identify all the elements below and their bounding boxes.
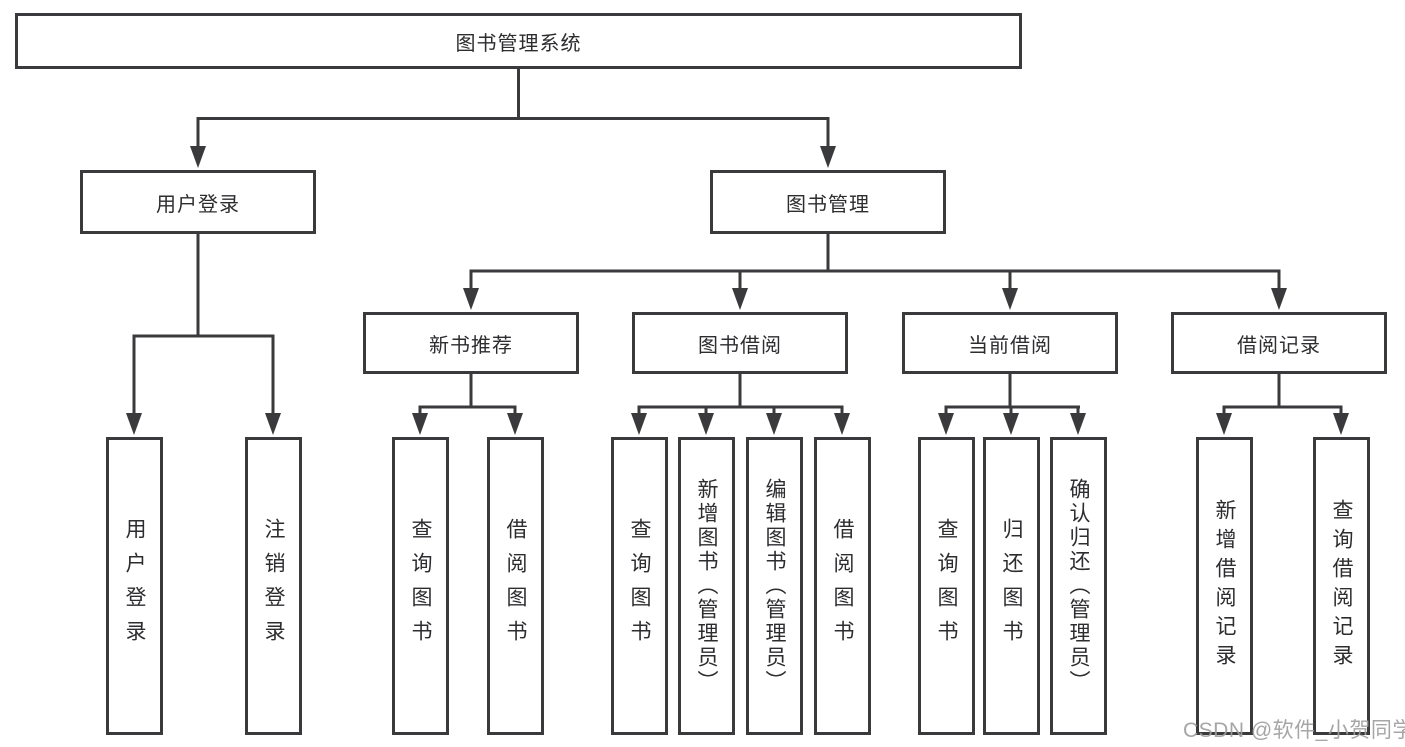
leaf-edit-book-admin-label: 编辑图书（管理员） <box>763 478 786 694</box>
leaf-return-books: 归还图书 <box>983 437 1040 735</box>
node-library-system-label: 图书管理系统 <box>455 32 582 55</box>
leaf-query-books-current: 查询图书 <box>918 437 975 735</box>
node-borrow-records: 借阅记录 <box>1171 312 1387 374</box>
leaf-user-login-label: 用户登录 <box>123 518 146 654</box>
leaf-query-books-borrow-label: 查询图书 <box>628 518 651 654</box>
leaf-query-books-current-label: 查询图书 <box>935 518 958 654</box>
leaf-logout-label: 注销登录 <box>262 518 285 654</box>
node-new-book-recommend: 新书推荐 <box>363 312 579 374</box>
node-book-borrow: 图书借阅 <box>632 312 848 374</box>
node-borrow-records-label: 借阅记录 <box>1237 334 1321 357</box>
node-user-login-label: 用户登录 <box>156 193 240 216</box>
leaf-logout: 注销登录 <box>245 437 302 735</box>
node-current-borrow: 当前借阅 <box>902 312 1118 374</box>
leaf-borrow-books-recommend-label: 借阅图书 <box>504 518 527 654</box>
leaf-borrow-books-label: 借阅图书 <box>831 518 854 654</box>
node-user-login: 用户登录 <box>80 170 316 234</box>
node-book-management: 图书管理 <box>710 170 946 234</box>
leaf-return-books-label: 归还图书 <box>1000 518 1023 654</box>
leaf-borrow-books-recommend: 借阅图书 <box>487 437 544 735</box>
node-new-book-recommend-label: 新书推荐 <box>429 334 513 357</box>
leaf-query-books-recommend: 查询图书 <box>392 437 449 735</box>
leaf-add-book-admin: 新增图书（管理员） <box>678 437 735 735</box>
leaf-add-borrow-record-label: 新增借阅记录 <box>1213 499 1236 673</box>
node-book-management-label: 图书管理 <box>786 193 870 216</box>
leaf-query-borrow-record-label: 查询借阅记录 <box>1330 499 1353 673</box>
leaf-query-books-recommend-label: 查询图书 <box>409 518 432 654</box>
node-current-borrow-label: 当前借阅 <box>968 334 1052 357</box>
leaf-add-borrow-record: 新增借阅记录 <box>1196 437 1253 735</box>
connector-arrowheads <box>126 146 1349 435</box>
leaf-add-book-admin-label: 新增图书（管理员） <box>695 478 718 694</box>
leaf-query-books-borrow: 查询图书 <box>611 437 668 735</box>
csdn-watermark: CSDN @软件_小贺同学 <box>1183 719 1405 742</box>
leaf-edit-book-admin: 编辑图书（管理员） <box>746 437 803 735</box>
leaf-borrow-books: 借阅图书 <box>814 437 871 735</box>
leaf-confirm-return-admin: 确认归还（管理员） <box>1050 437 1107 735</box>
node-library-system: 图书管理系统 <box>15 13 1022 69</box>
leaf-user-login: 用户登录 <box>106 437 163 735</box>
node-book-borrow-label: 图书借阅 <box>698 334 782 357</box>
leaf-query-borrow-record: 查询借阅记录 <box>1313 437 1370 735</box>
leaf-confirm-return-admin-label: 确认归还（管理员） <box>1067 478 1090 694</box>
